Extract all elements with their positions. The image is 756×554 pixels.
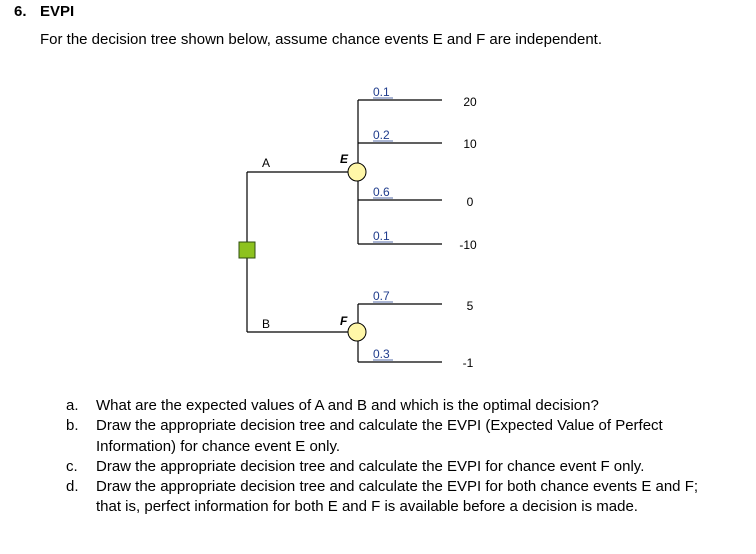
problem-intro: For the decision tree shown below, assum… [40,31,603,48]
probability-underlines [373,97,393,361]
decision-label-a: A [262,156,270,170]
probability-e3: 0.6 [373,185,390,199]
question-item: a. What are the expected values of A and… [62,396,702,416]
question-text: What are the expected values of A and B … [96,397,599,414]
question-letter: c. [66,457,78,475]
question-item: b. Draw the appropriate decision tree an… [62,416,702,457]
payoff-f2: -1 [463,356,474,370]
chance-label-e: E [340,152,349,166]
question-text: Draw the appropriate decision tree and c… [96,478,699,516]
probability-e2: 0.2 [373,128,390,142]
decision-label-b: B [262,317,270,331]
question-letter: d. [66,478,79,496]
question-item: d. Draw the appropriate decision tree an… [62,477,702,518]
payoff-e2: 10 [463,137,477,151]
payoff-labels: 20 10 0 -10 5 -1 [459,95,477,370]
problem-number: 6. [14,3,27,20]
problem-title: EVPI [40,3,75,20]
probability-e1: 0.1 [373,85,390,99]
decision-node [238,241,256,259]
payoff-e1: 20 [463,95,477,109]
probability-e4: 0.1 [373,229,390,243]
chance-node-f [347,322,367,342]
question-text: Draw the appropriate decision tree and c… [96,457,645,475]
question-text: Draw the appropriate decision tree and c… [96,417,663,455]
question-letter: b. [66,417,79,435]
question-letter: a. [66,397,79,414]
probability-f1: 0.7 [373,289,390,303]
question-item: c. Draw the appropriate decision tree an… [62,457,702,477]
chance-node-e [347,162,367,182]
payoff-e4: -10 [459,238,477,252]
problem-heading: 6. EVPI [14,3,74,20]
probability-labels: 0.1 0.2 0.6 0.1 0.7 0.3 [373,85,390,361]
question-list: a. What are the expected values of A and… [62,396,702,518]
probability-f2: 0.3 [373,347,390,361]
payoff-e3: 0 [467,195,474,209]
chance-label-f: F [340,314,348,328]
payoff-f1: 5 [467,299,474,313]
